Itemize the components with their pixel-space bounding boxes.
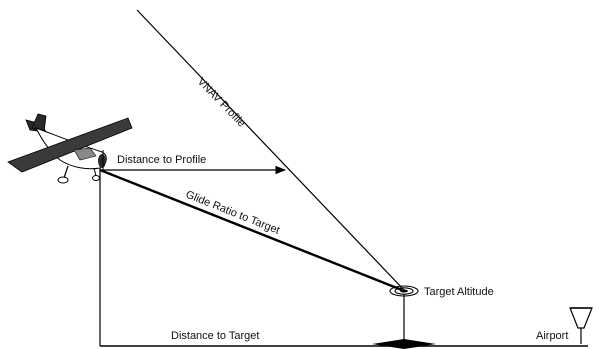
target-altitude-label: Target Altitude [424,286,494,298]
glide-ratio-to-target-label: Glide Ratio to Target [184,189,281,237]
ground-marker-icon [372,339,436,349]
airport-beacon-icon [569,307,593,344]
target-altitude-icon [389,285,419,297]
airplane-icon [7,113,133,184]
airport-label: Airport [536,330,568,342]
vnav-profile-label: VNAV Profile [195,76,248,130]
distance-to-profile-label: Distance to Profile [117,154,206,166]
vnav-profile-line [136,9,405,291]
distance-to-target-label: Distance to Target [171,330,259,342]
glide-ratio-line [99,168,403,292]
